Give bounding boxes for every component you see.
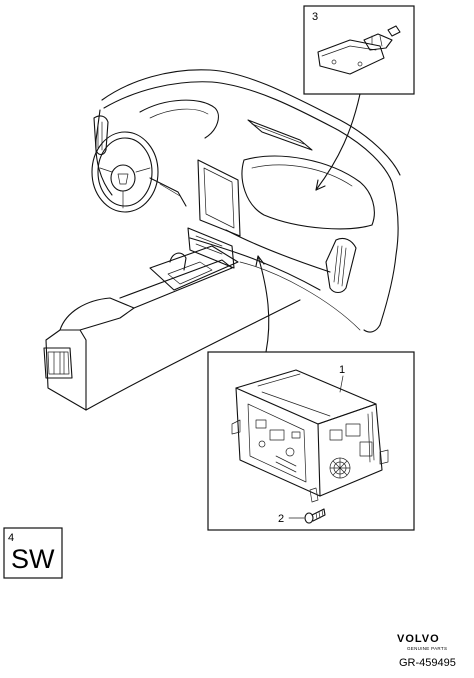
software-label: SW [11, 544, 55, 574]
svg-text:VOLVO: VOLVO [397, 633, 440, 645]
svg-text:GENUINE PARTS: GENUINE PARTS [407, 646, 447, 651]
callout-box-1: 1 [207, 351, 415, 531]
callout-number-4: 4 [8, 532, 14, 544]
leader-line-3 [315, 93, 361, 191]
leader-arrow-1 [255, 255, 265, 267]
leader-arrow-3 [315, 179, 326, 191]
part-2-screw [304, 508, 326, 524]
leader-line-1 [257, 255, 270, 353]
callout-number-1: 1 [339, 364, 345, 376]
software-box-4: 4 SW [3, 527, 63, 579]
part-1-infotainment-module [231, 369, 389, 503]
volvo-logo: VOLVO GENUINE PARTS [397, 633, 447, 651]
callout-number-2: 2 [278, 513, 284, 525]
dashboard-illustration [43, 69, 401, 411]
diagram-reference-number: GR-459495 [399, 657, 456, 669]
callout-box-3: 3 [303, 5, 415, 95]
part-3-module [317, 25, 401, 75]
callout-number-3: 3 [312, 11, 318, 23]
